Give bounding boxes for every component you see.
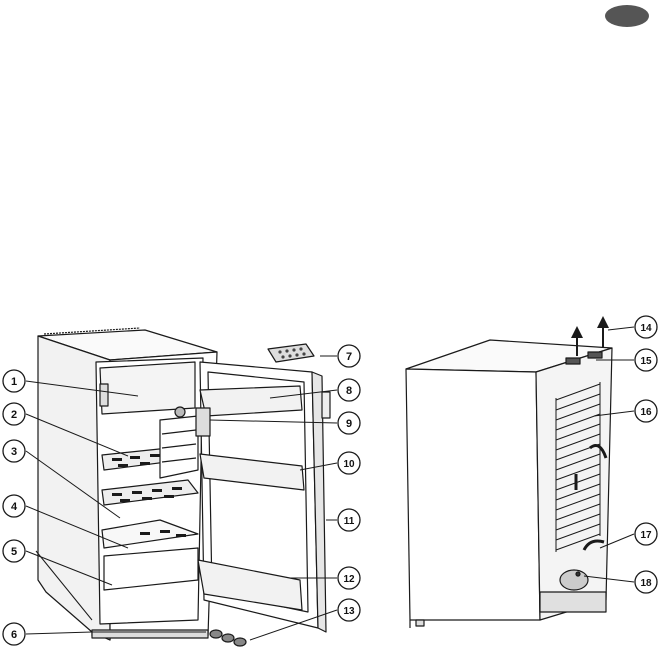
callout-label: 11 (344, 516, 355, 527)
front-view (38, 328, 330, 646)
callout-label: 14 (640, 323, 652, 334)
rear-cabinet-side (406, 369, 540, 620)
callout-label: 15 (640, 356, 652, 367)
callout-thermostat: 9 (338, 412, 360, 434)
callout-bottle-shelf: 12 (338, 567, 360, 589)
callout-label: 18 (640, 578, 652, 589)
callout-label: 2 (11, 409, 17, 421)
callout-freezer-compartment: 1 (3, 370, 25, 392)
ventilation-grille (566, 358, 580, 364)
callout-crisper-drawer: 5 (3, 540, 25, 562)
callout-label: 10 (343, 459, 355, 470)
language-badge (605, 5, 649, 27)
compressor (560, 570, 588, 590)
callout-label: 8 (346, 385, 352, 397)
freezer-compartment (100, 362, 195, 414)
callout-shelf-upper: 2 (3, 403, 25, 425)
callout-glass-shelf: 4 (3, 495, 25, 517)
callout-label: 13 (343, 606, 355, 617)
callout-label: 7 (346, 351, 352, 363)
callout-door-shelf-upper: 8 (338, 379, 360, 401)
rear-view (406, 340, 612, 628)
thermostat-knob (175, 407, 185, 417)
callout-door-feet: 13 (338, 599, 360, 621)
callout-label: 16 (640, 407, 652, 418)
door-shelf-upper (200, 386, 302, 416)
callout-ventilation-grille: 15 (635, 349, 657, 371)
callout-label: 17 (640, 530, 652, 541)
thermostat (196, 408, 210, 436)
callout-label: 3 (11, 446, 17, 458)
freezer-latch (100, 384, 108, 406)
callout-label: 1 (11, 376, 17, 388)
callout-shelf-middle: 3 (3, 440, 25, 462)
callout-label: 12 (343, 574, 355, 585)
callout-label: 6 (11, 629, 17, 641)
callout-airflow-arrow: 17 (635, 523, 657, 545)
callout-egg-tray: 7 (338, 345, 360, 367)
callout-door: 11 (338, 509, 360, 531)
cabinet-base (92, 630, 208, 638)
callout-compressor: 18 (635, 571, 657, 593)
callout-condenser: 16 (635, 400, 657, 422)
door-handle (322, 392, 330, 418)
egg-tray (268, 344, 314, 362)
callout-air-vent-arrows: 14 (635, 316, 657, 338)
door-feet (210, 630, 246, 646)
callout-label: 9 (346, 418, 352, 430)
callout-adjustable-feet: 6 (3, 623, 25, 645)
callout-label: 4 (11, 501, 18, 513)
callout-door-shelf-middle: 10 (338, 452, 360, 474)
callout-label: 5 (11, 546, 17, 558)
